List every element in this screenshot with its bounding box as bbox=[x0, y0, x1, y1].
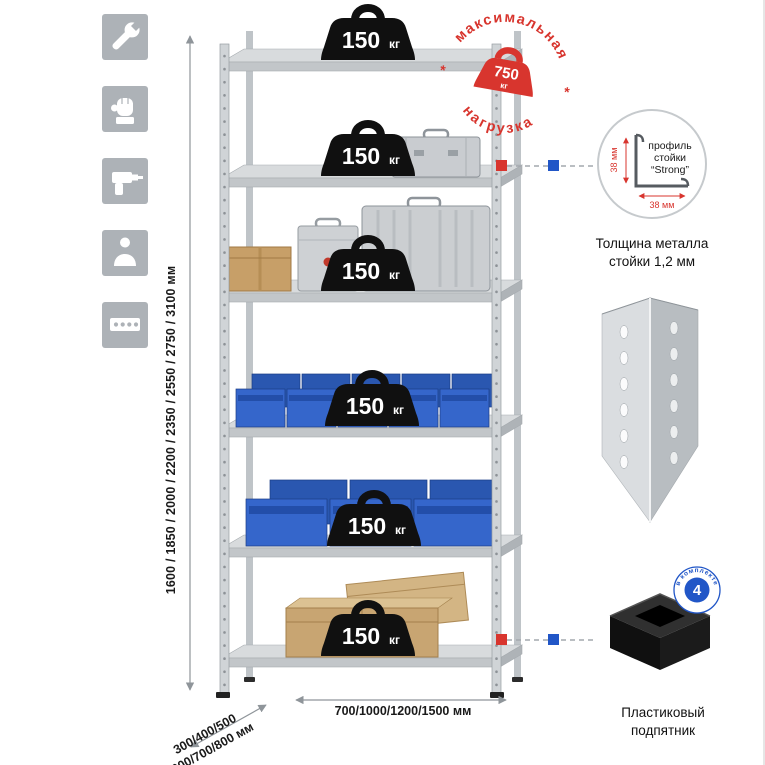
angle-post-image bbox=[601, 297, 699, 524]
foot-caption-line1: Пластиковый bbox=[621, 705, 705, 720]
aluminium-case-small bbox=[391, 128, 481, 178]
wrench-icon bbox=[102, 14, 148, 60]
load-badge-shelf-3: 150 кг bbox=[321, 235, 415, 291]
feature-icon-column bbox=[102, 14, 148, 348]
load-badge-shelf-2: 150 кг bbox=[321, 120, 415, 176]
load-unit: кг bbox=[395, 523, 406, 537]
stamp-arc-bottom-text: нагрузка bbox=[456, 101, 539, 143]
blue-marker-bottom bbox=[548, 634, 559, 645]
foot-caption-line2: подпятник bbox=[630, 722, 696, 738]
gloves-icon bbox=[102, 86, 148, 132]
profile-label-3: “Strong” bbox=[651, 164, 689, 176]
post-holes-left bbox=[619, 325, 629, 469]
load-value: 150 bbox=[342, 27, 380, 53]
stamp-weight-unit: кг bbox=[500, 81, 509, 91]
foot-caption: Пластиковый подпятник bbox=[588, 704, 738, 740]
red-marker-top bbox=[496, 160, 507, 171]
load-value: 150 bbox=[342, 258, 380, 284]
height-dimension-label: 1600 / 1850 / 2000 / 2200 / 2350 / 2550 … bbox=[164, 265, 178, 595]
profile-dim-horizontal: 38 мм bbox=[650, 200, 675, 210]
included-badge-count: 4 bbox=[693, 582, 702, 599]
person-icon bbox=[102, 230, 148, 276]
plastic-foot-image: в комплекте 4 bbox=[609, 566, 721, 670]
stamp-weight-value: 750 bbox=[492, 63, 520, 84]
dimension-lines bbox=[185, 35, 507, 748]
load-unit: кг bbox=[389, 268, 400, 282]
post-holes-right bbox=[669, 321, 679, 465]
svg-text:нагрузка: нагрузка bbox=[456, 101, 539, 143]
included-badge: в комплекте 4 bbox=[673, 566, 721, 614]
load-value: 150 bbox=[342, 623, 380, 649]
load-unit: кг bbox=[393, 403, 404, 417]
load-value: 150 bbox=[346, 393, 384, 419]
load-unit: кг bbox=[389, 633, 400, 647]
load-badge-shelf-5: 150 кг bbox=[327, 490, 421, 546]
profile-label-2: стойки bbox=[654, 152, 686, 164]
load-unit: кг bbox=[389, 37, 400, 51]
drill-icon bbox=[102, 158, 148, 204]
profile-caption-line1: Толщина металла bbox=[595, 236, 709, 251]
callout-connectors bbox=[496, 160, 597, 645]
perforated-post-icon bbox=[102, 302, 148, 348]
red-marker-bottom bbox=[496, 634, 507, 645]
load-badge-shelf-4: 150 кг bbox=[325, 370, 419, 426]
load-unit: кг bbox=[389, 153, 400, 167]
cardboard-box-small bbox=[228, 246, 292, 292]
profile-drawing bbox=[634, 133, 690, 188]
profile-dim-vertical: 38 мм bbox=[609, 148, 619, 173]
blue-marker-top bbox=[548, 160, 559, 171]
profile-caption-line2: стойки 1,2 мм bbox=[608, 253, 696, 269]
rack-back-posts bbox=[246, 31, 521, 679]
profile-callout: 38 мм 38 мм профиль стойки “Strong” bbox=[597, 109, 707, 219]
stamp-star-right: * bbox=[563, 83, 572, 100]
load-value: 150 bbox=[348, 513, 386, 539]
stamp-star-left: * bbox=[439, 62, 448, 79]
load-value: 150 bbox=[342, 143, 380, 169]
load-badge-shelf-1: 150 кг bbox=[321, 4, 415, 60]
stamp-weight: 750 кг bbox=[473, 47, 533, 97]
profile-caption: Толщина металла стойки 1,2 мм bbox=[586, 235, 718, 271]
profile-label-1: профиль bbox=[648, 140, 692, 152]
width-dimension-label: 700/1000/1200/1500 мм bbox=[334, 704, 472, 718]
load-badge-shelf-6: 150 кг bbox=[321, 600, 415, 656]
max-load-stamp: максимальная нагрузка * * 750 кг bbox=[439, 0, 578, 143]
